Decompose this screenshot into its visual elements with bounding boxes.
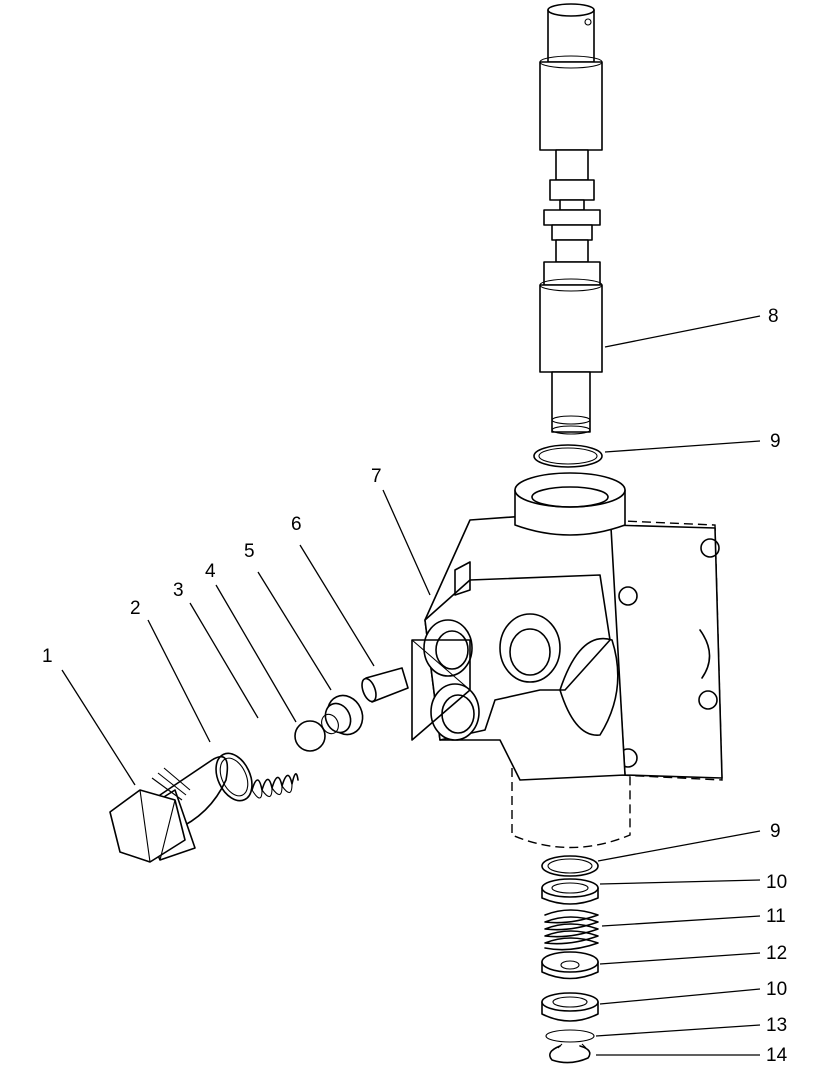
part-2-oring (215, 752, 253, 802)
part-8-spool (539, 3, 603, 435)
leader-12 (599, 952, 761, 965)
callout-2: 2 (130, 598, 141, 619)
part-5-poppet (321, 694, 364, 736)
part-10-spring-seat-lower (541, 992, 599, 1022)
leader-8 (604, 315, 761, 348)
callout-10-lower: 10 (766, 979, 787, 1000)
leader-1 (61, 669, 136, 786)
callout-11: 11 (766, 906, 786, 927)
callout-9-top: 9 (770, 431, 781, 452)
leader-6 (299, 544, 375, 667)
callout-7: 7 (371, 466, 382, 487)
leader-13 (595, 1024, 761, 1037)
callout-13: 13 (766, 1015, 787, 1036)
part-12-washer (541, 951, 599, 980)
callout-14: 14 (766, 1045, 788, 1066)
callout-12: 12 (766, 943, 787, 964)
leader-10-lower (599, 988, 761, 1005)
leader-10-upper (599, 879, 761, 885)
part-4-ball (294, 720, 326, 752)
part-14-snap-ring (549, 1043, 591, 1064)
leader-2 (147, 619, 211, 743)
part-3-spring (251, 773, 299, 799)
part-1-plug (109, 755, 229, 863)
leader-11 (601, 915, 761, 927)
part-9-oring-top (533, 444, 603, 468)
callout-8: 8 (768, 306, 779, 327)
leader-5 (257, 571, 332, 691)
callout-labels: 1 2 3 4 5 6 7 8 9 9 10 11 12 10 13 14 (42, 306, 788, 1066)
part-10-spring-seat-upper (541, 878, 599, 905)
leader-9-top (604, 440, 761, 453)
leader-lines (61, 315, 761, 1056)
part-11-spring (544, 909, 599, 951)
part-6-pin (361, 667, 409, 703)
leader-3 (189, 602, 259, 719)
leader-9-bottom (597, 830, 761, 862)
callout-6: 6 (291, 514, 302, 535)
callout-10-upper: 10 (766, 872, 787, 893)
callout-5: 5 (244, 541, 255, 562)
callout-3: 3 (173, 580, 184, 601)
leader-4 (215, 584, 297, 723)
part-13-washer-small (545, 1029, 595, 1043)
part-9-oring-bottom (541, 855, 599, 877)
callout-4: 4 (205, 561, 216, 582)
callout-1: 1 (42, 646, 53, 667)
callout-9-bottom: 9 (770, 821, 781, 842)
part-7-valve-body (411, 472, 723, 849)
leader-7 (382, 489, 431, 596)
